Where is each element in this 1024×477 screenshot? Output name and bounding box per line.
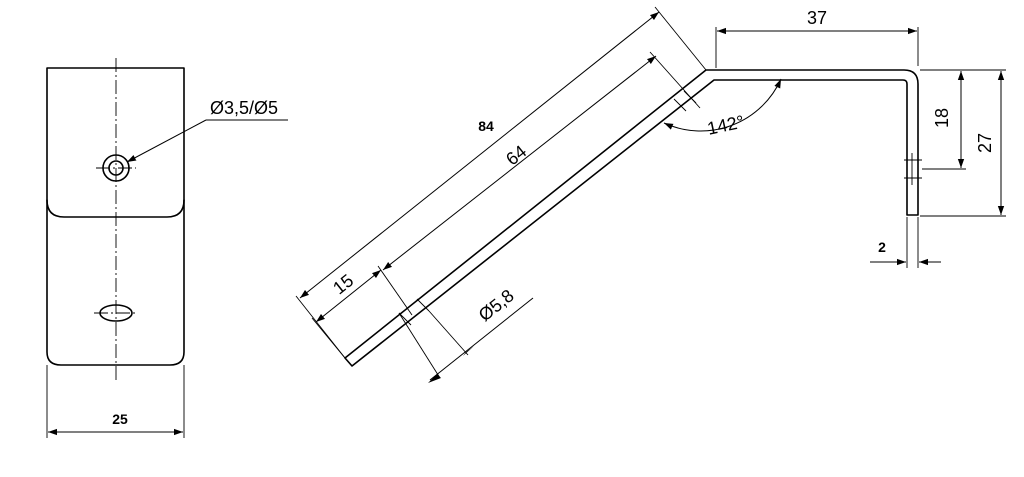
slot-diameter-label: Ø5,8 (475, 285, 518, 325)
slot-dim-arrow-a (428, 374, 441, 383)
dim-64-label: 64 (502, 141, 530, 169)
dim-84-line (299, 11, 660, 299)
dim-37-label: 37 (807, 8, 827, 28)
front-view-bend-line (46, 199, 185, 218)
front-view: Ø3,5/Ø5 25 (46, 58, 288, 438)
dim-15-extension-start (311, 317, 346, 359)
hole-diameter-label: Ø3,5/Ø5 (210, 98, 278, 118)
countersunk-hole-inner (108, 160, 124, 176)
angle-label: 142° (705, 111, 746, 138)
slot-dim-line (429, 297, 534, 381)
dim-84-label: 84 (478, 118, 494, 134)
dim-15-label: 15 (329, 270, 357, 298)
width-label: 25 (112, 411, 128, 427)
angled-leg-slot-mark-b (416, 298, 430, 312)
hole-leader-line (126, 119, 207, 163)
front-view-outline (46, 67, 185, 366)
dim-15-extension-end (377, 265, 413, 316)
dim-15-line (315, 269, 382, 323)
dim-84-extension-end (654, 6, 707, 71)
slot-dim-arrow-b (463, 346, 474, 356)
side-view-profile (344, 69, 919, 367)
dim-27-label: 27 (975, 133, 995, 153)
angled-leg-slot-mark-a (398, 312, 412, 326)
countersunk-hole-outer (102, 154, 130, 182)
dim-18-label: 18 (932, 108, 952, 128)
side-view: 84 64 15 Ø5,8 37 18 27 (295, 6, 1006, 383)
angle-arc (663, 78, 782, 132)
dim-64-line (382, 55, 657, 271)
slot-dim-extension-a (398, 312, 441, 379)
slot-dim-extension-b (428, 310, 469, 356)
thickness-label: 2 (878, 239, 886, 255)
